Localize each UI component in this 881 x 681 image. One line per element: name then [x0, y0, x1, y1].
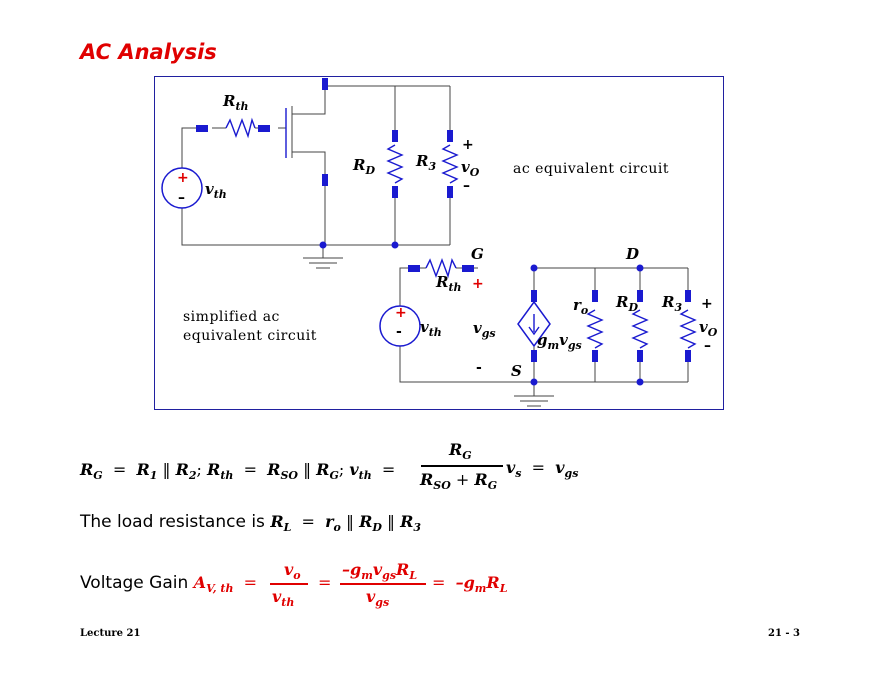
source-minus-bottom: - — [396, 324, 402, 340]
label-vgs: vgs — [473, 319, 496, 340]
eq1-fraction-bar — [421, 465, 503, 467]
slide-title: AC Analysis — [80, 40, 217, 64]
label-gm-vgs: gmvgs — [537, 331, 582, 352]
label-r3-top: R3 — [416, 152, 437, 173]
label-rd-bottom: RD — [616, 293, 639, 314]
vgs-minus: - — [476, 360, 482, 376]
label-ro: ro — [573, 296, 589, 317]
label-vo-bottom: vO — [699, 318, 718, 339]
gain-num2: –gmvgsRL — [342, 560, 418, 582]
gain-bar1 — [270, 583, 308, 585]
caption-ac-equivalent: ac equivalent circuit — [513, 161, 669, 177]
label-rd-top: RD — [353, 156, 376, 177]
vo-plus-top: + — [462, 137, 474, 153]
load-resistance-line: The load resistance is RL = ro ‖ RD ‖ R3 — [80, 512, 422, 534]
label-r3-bottom: R3 — [662, 293, 683, 314]
gain-den1: vth — [272, 587, 295, 609]
label-vth-bottom: vth — [420, 318, 442, 339]
eq1-numerator: RG — [449, 440, 472, 462]
label-vth-top: vth — [205, 180, 227, 201]
node-s: S — [511, 362, 522, 380]
footer-lecture: Lecture 21 — [80, 628, 141, 639]
source-minus-top: – — [178, 190, 185, 206]
node-d: D — [626, 245, 640, 263]
voltage-gain-label: Voltage Gain AV, th = — [80, 573, 258, 595]
source-plus-top: + — [177, 170, 189, 186]
equation-rg: RG = R1 ‖ R2; Rth = RSO ‖ RG; vth = — [80, 460, 396, 482]
gain-bar2 — [340, 583, 426, 585]
gain-num1: vo — [284, 560, 301, 582]
label-rth-top: Rth — [223, 92, 249, 113]
circuit-frame — [154, 76, 724, 410]
vo-plus-bottom: + — [701, 296, 713, 312]
vgs-plus: + — [472, 276, 484, 292]
gain-result: = –gmRL — [432, 573, 508, 595]
eq1-denominator: RSO + RG — [420, 470, 498, 492]
vo-minus-bottom: – — [704, 338, 711, 354]
node-g: G — [471, 245, 484, 263]
gain-den2: vgs — [366, 587, 390, 609]
source-plus-bottom: + — [395, 305, 407, 321]
gain-eq2: = — [318, 573, 332, 592]
vo-minus-top: – — [463, 178, 470, 194]
label-vo-top: vO — [461, 158, 480, 179]
label-rth-bottom: Rth — [436, 273, 462, 294]
footer-page: 21 - 3 — [768, 628, 800, 639]
eq1-tail: vs = vgs — [506, 458, 579, 480]
